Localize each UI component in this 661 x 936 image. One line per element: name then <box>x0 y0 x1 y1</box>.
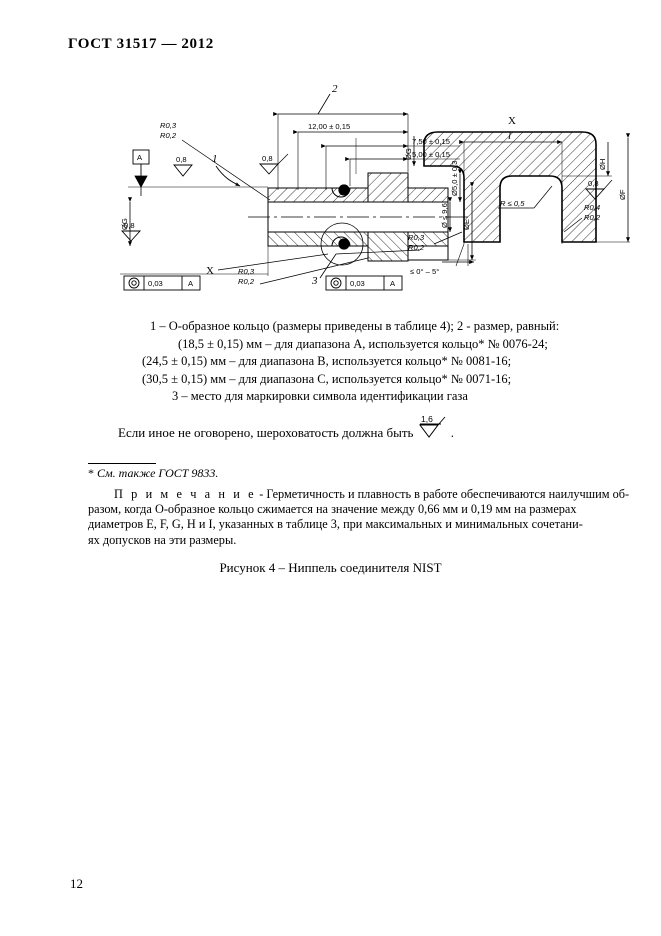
radius-label-r03-lower: R0,3 <box>238 267 255 276</box>
lower-wall-section <box>267 231 369 247</box>
footnote-separator <box>88 463 156 464</box>
main-section-view: 2 12,00 ± 0,15 7,50 ± 0,15 5,00 ± 0,15 <box>120 83 476 291</box>
detail-radius-r04: R0,4 <box>584 203 600 212</box>
diameter-label-5-0: Ø5,0 ± 0,3 <box>450 161 459 196</box>
diameter-label-9-6: Ø ≤ 9,6 <box>440 203 449 228</box>
detail-view-x: X l ØG ØH ØF 0,8 <box>404 115 630 276</box>
roughness-symbol-left <box>173 164 193 177</box>
roughness-note-period: . <box>450 425 454 440</box>
detail-diameter-h: ØH <box>598 159 607 170</box>
note-paragraph: П р и м е ч а н и е - Герметичность и пл… <box>88 487 629 548</box>
roughness-value: 1,6 <box>421 414 433 424</box>
radius-label-r03-left: R0,3 <box>160 121 177 130</box>
lower-boss-section <box>367 231 409 262</box>
radius-label-r02-left: R0,2 <box>160 131 177 140</box>
dimension-12: 12,00 ± 0,15 <box>308 122 350 131</box>
drawing-svg: 2 12,00 ± 0,15 7,50 ± 0,15 5,00 ± 0,15 <box>120 83 630 291</box>
legend-line-5: 3 – место для маркировки символа идентиф… <box>172 389 468 403</box>
upper-boss-section <box>367 172 409 203</box>
detail-radius-r03: R0,3 <box>408 233 425 242</box>
roughness-label-top: 0,8 <box>262 154 273 163</box>
note-line-4: ях допусков на эти размеры. <box>88 532 237 547</box>
diameter-label-g: ØG <box>120 218 129 230</box>
figure-legend: 1 – О-образное кольцо (размеры приведены… <box>72 318 592 406</box>
svg-text:A: A <box>188 279 194 288</box>
roughness-symbol-top <box>258 163 280 175</box>
oring-upper <box>338 184 350 196</box>
note-line-1-rest: - Герметичность и плавность в работе обе… <box>256 487 630 501</box>
detail-radius-r02b: R0,2 <box>584 213 601 222</box>
footnote-marker: * <box>88 466 94 480</box>
detail-radius-r02: R0,2 <box>408 243 425 252</box>
document-standard-header: ГОСТ 31517 — 2012 <box>68 36 214 52</box>
upper-wall-section <box>267 187 369 203</box>
detail-diameter-g: ØG <box>404 148 413 160</box>
note-line-1: П р и м е ч а н и е - Герметичность и пл… <box>88 487 629 502</box>
figure-caption: Рисунок 4 – Ниппель соединителя NIST <box>219 560 442 575</box>
note-line-2: разом, когда О-образное кольцо сжимается… <box>88 502 577 517</box>
oring-lower <box>338 238 350 250</box>
upper-shank-section <box>407 187 449 203</box>
roughness-symbol-bore <box>120 230 142 242</box>
page-number: 12 <box>70 876 83 891</box>
svg-text:A: A <box>390 279 396 288</box>
radius-label-r02-lower: R0,2 <box>238 277 255 286</box>
callout-3-label: 3 <box>311 275 318 287</box>
svg-text:0,03: 0,03 <box>148 279 163 288</box>
detail-callout-x-main: X <box>206 265 214 277</box>
roughness-label-left: 0,8 <box>176 155 187 164</box>
footnote-text: См. также ГОСТ 9833. <box>97 466 219 480</box>
roughness-requirement-note: Если иное не оговорено, шероховатость до… <box>118 414 454 442</box>
svg-text:0,03: 0,03 <box>350 279 365 288</box>
note-line-3: диаметров Е, F, G, Н и I, указанных в та… <box>88 517 583 532</box>
legend-line-4: (30,5 ± 0,15) мм – для диапазона С, испо… <box>142 371 512 386</box>
legend-line-3: (24,5 ± 0,15) мм – для диапазона В, испо… <box>142 354 512 368</box>
datum-a-label: A <box>137 153 143 162</box>
detail-circle-x <box>320 222 364 266</box>
detail-title-x: X <box>508 115 516 127</box>
callout-1-label: 1 <box>212 153 218 165</box>
roughness-note-text: Если иное не оговорено, шероховатость до… <box>118 425 414 440</box>
note-label: П р и м е ч а н и е <box>114 487 257 501</box>
tolerance-frame-left: 0,03 A <box>123 275 201 291</box>
detail-diameter-f: ØF <box>618 189 627 200</box>
detail-length-label: l <box>508 130 511 142</box>
technical-drawing-figure: 2 12,00 ± 0,15 7,50 ± 0,15 5,00 ± 0,15 <box>120 78 630 310</box>
legend-line-1: 1 – О-образное кольцо (размеры приведены… <box>150 319 560 333</box>
legend-line-2: (18,5 ± 0,15) мм – для диапазона А, испо… <box>178 336 548 351</box>
detail-roughness-symbol <box>584 188 606 200</box>
tolerance-frame-right: 0,03 A <box>325 275 403 291</box>
datum-triangle <box>134 175 148 188</box>
detail-radius-note: R ≤ 0,5 <box>500 199 525 208</box>
callout-2-label: 2 <box>332 83 338 95</box>
detail-angle-note: ≤ 0° – 5° <box>410 267 439 276</box>
roughness-symbol-inline: 1,6 <box>417 414 451 440</box>
footnote: * См. также ГОСТ 9833. <box>88 466 218 481</box>
detail-roughness-label: 0,8 <box>588 179 599 188</box>
